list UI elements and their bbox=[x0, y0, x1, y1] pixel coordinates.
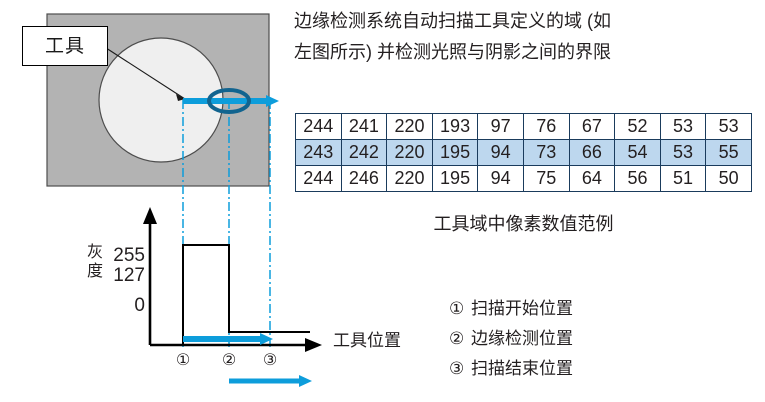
legend-item-1: ① 扫描开始位置 bbox=[449, 294, 573, 324]
table-cell: 53 bbox=[659, 139, 707, 166]
y-tick-0: 0 bbox=[134, 295, 145, 316]
table-cell: 51 bbox=[659, 165, 707, 192]
description-line-1: 边缘检测系统自动扫描工具定义的域 (如 bbox=[294, 11, 611, 31]
table-cell: 195 bbox=[431, 139, 479, 166]
tool-callout-label: 工具 bbox=[44, 35, 85, 57]
table-cell: 246 bbox=[340, 165, 388, 192]
table-row: 244 241 220 193 97 76 67 52 53 53 bbox=[295, 113, 752, 140]
table-cell: 55 bbox=[705, 139, 752, 166]
y-tick-127: 127 bbox=[113, 265, 145, 286]
y-tick-255: 255 bbox=[113, 245, 145, 266]
edge-detection-marker bbox=[207, 88, 251, 114]
description-line-2: 左图所示) 并检测光照与阴影之间的界限 bbox=[294, 42, 611, 62]
table-cell: 50 bbox=[705, 165, 752, 192]
grayscale-profile-line bbox=[150, 244, 310, 346]
table-cell: 73 bbox=[522, 139, 570, 166]
scan-direction-arrow bbox=[183, 95, 279, 107]
table-cell: 56 bbox=[614, 165, 661, 192]
table-cell: 76 bbox=[522, 113, 570, 140]
legend: ① 扫描开始位置 ② 边缘检测位置 ③ 扫描结束位置 bbox=[449, 294, 573, 384]
table-cell: 53 bbox=[705, 113, 752, 140]
description-text: 边缘检测系统自动扫描工具定义的域 (如 左图所示) 并检测光照与阴影之间的界限 bbox=[294, 6, 760, 68]
table-cell: 243 bbox=[295, 139, 342, 166]
pixel-value-table: 244 241 220 193 97 76 67 52 53 53 243 24… bbox=[295, 113, 752, 192]
legend-marker-1: ① bbox=[449, 299, 465, 318]
table-cell: 220 bbox=[386, 139, 433, 166]
guide-lines bbox=[182, 100, 271, 347]
tool-callout-box: 工具 bbox=[22, 26, 108, 66]
table-cell: 67 bbox=[568, 113, 616, 140]
y-axis-label: 灰度 bbox=[86, 243, 104, 281]
y-axis bbox=[143, 207, 157, 345]
legend-label-1: 扫描开始位置 bbox=[471, 299, 573, 318]
chart-scan-arrow bbox=[183, 333, 273, 345]
callout-leader-line bbox=[102, 45, 186, 101]
table-cell: 242 bbox=[340, 139, 388, 166]
table-cell: 193 bbox=[431, 113, 479, 140]
scan-illustration: 工具 bbox=[0, 0, 290, 347]
table-cell: 52 bbox=[614, 113, 661, 140]
table-cell: 66 bbox=[568, 139, 616, 166]
table-cell: 97 bbox=[477, 113, 524, 140]
table-caption: 工具域中像素数值范例 bbox=[433, 214, 614, 234]
table-cell: 64 bbox=[568, 165, 616, 192]
table-row-highlighted: 243 242 220 195 94 73 66 54 53 55 bbox=[295, 139, 752, 166]
legend-label-3: 扫描结束位置 bbox=[471, 359, 573, 378]
legend-item-3: ③ 扫描结束位置 bbox=[449, 354, 573, 384]
table-cell: 220 bbox=[386, 165, 433, 192]
table-cell: 94 bbox=[477, 139, 524, 166]
y-axis-label-text: 灰度 bbox=[86, 244, 103, 280]
bottom-scan-arrow bbox=[229, 375, 312, 387]
table-cell: 53 bbox=[659, 113, 707, 140]
pixel-table-body: 244 241 220 193 97 76 67 52 53 53 243 24… bbox=[295, 113, 752, 192]
table-cell: 195 bbox=[431, 165, 479, 192]
legend-marker-3: ③ bbox=[449, 359, 465, 378]
bright-region-circle bbox=[98, 37, 224, 163]
legend-item-2: ② 边缘检测位置 bbox=[449, 324, 573, 354]
table-cell: 244 bbox=[295, 165, 342, 192]
x-axis-label: 工具位置 bbox=[333, 331, 401, 350]
table-cell: 94 bbox=[477, 165, 524, 192]
table-cell: 54 bbox=[614, 139, 661, 166]
table-row: 244 246 220 195 94 75 64 56 51 50 bbox=[295, 165, 752, 192]
table-cell: 241 bbox=[340, 113, 388, 140]
legend-label-2: 边缘检测位置 bbox=[471, 329, 573, 348]
table-cell: 244 bbox=[295, 113, 342, 140]
legend-marker-2: ② bbox=[449, 329, 465, 348]
table-cell: 220 bbox=[386, 113, 433, 140]
x-marker-3: ③ bbox=[262, 352, 278, 369]
x-marker-1: ① bbox=[175, 352, 191, 369]
table-cell: 75 bbox=[522, 165, 570, 192]
x-marker-2: ② bbox=[221, 352, 237, 369]
